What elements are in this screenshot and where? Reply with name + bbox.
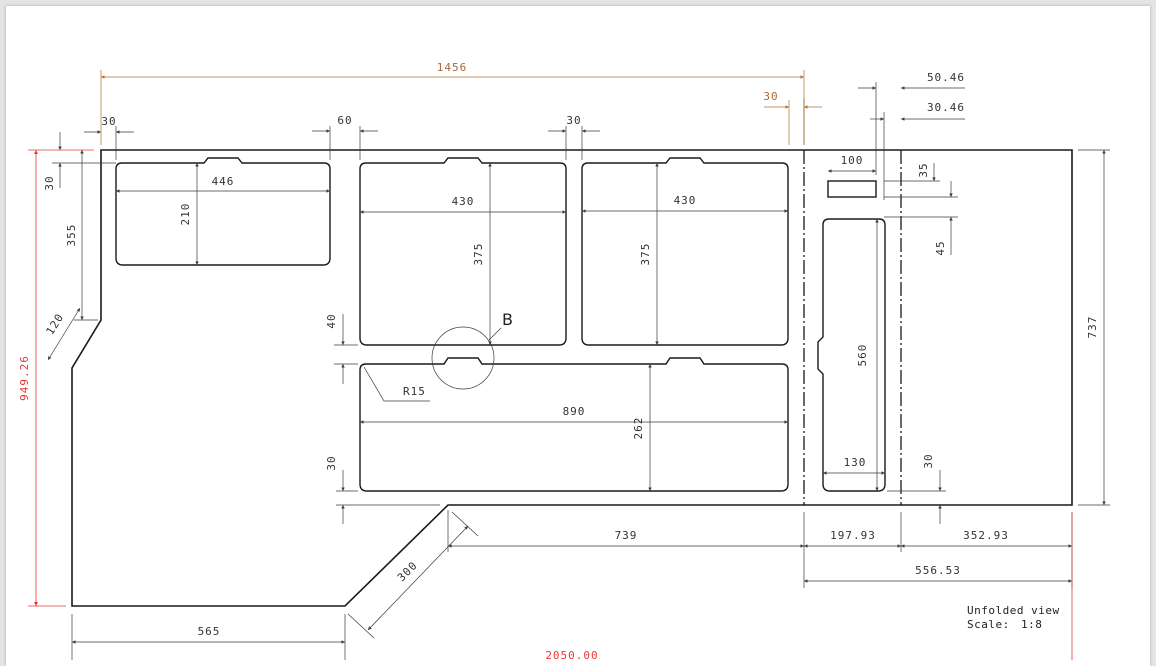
dim-565: 565 [198,625,221,638]
dim-40: 40 [325,313,338,328]
dim-30-top-left: 30 [101,115,116,128]
cutout-430-right [581,157,789,346]
dim-50-46: 50.46 [927,71,965,84]
dim-560: 560 [856,344,869,367]
dim-30-left: 30 [43,175,56,190]
dim-197-93: 197.93 [830,529,876,542]
scale-label: Scale: [967,618,1010,631]
dim-30-lower-left: 30 [325,455,338,470]
dim-375-right: 375 [639,243,652,266]
cutout-446 [115,157,331,266]
cutout-slot-100 [827,180,877,198]
drawing-sheet: B R15 1456 30 50.46 30.46 30 60 30 100 3… [6,6,1150,666]
cutout-560 [817,218,886,492]
dim-1456: 1456 [437,61,468,74]
dim-30-lower-right: 30 [922,453,935,468]
dim-430-right: 430 [674,194,697,207]
dim-737: 737 [1086,316,1099,339]
dim-739: 739 [615,529,638,542]
dim-300: 300 [395,559,420,584]
detail-b-label: B [502,310,513,329]
dim-210: 210 [179,203,192,226]
dim-355: 355 [65,224,78,247]
dim-45: 45 [934,240,947,255]
detail-b-circle [431,326,495,390]
radius-label: R15 [403,385,426,398]
dim-430-left: 430 [452,195,475,208]
dim-30-orange: 30 [763,90,778,103]
dim-556-53: 556.53 [915,564,961,577]
dim-bottom-red: 2050.00 [545,649,598,662]
dim-352-93: 352.93 [963,529,1009,542]
dim-30-46: 30.46 [927,101,965,114]
technical-drawing: B R15 1456 30 50.46 30.46 30 60 30 100 3… [18,61,1110,662]
dim-30-top-mid: 30 [566,114,581,127]
dim-120: 120 [43,311,66,337]
view-label: Unfolded view [967,604,1060,617]
dim-35: 35 [917,162,930,177]
part-outline [71,149,1073,607]
dim-262: 262 [632,417,645,440]
dim-890: 890 [563,405,586,418]
dim-130: 130 [844,456,867,469]
dim-375-left: 375 [472,243,485,266]
dim-100: 100 [841,154,864,167]
scale-value: 1:8 [1021,618,1042,631]
dim-446: 446 [212,175,235,188]
cutout-430-left [359,157,567,346]
cutout-890 [359,357,789,492]
dim-60: 60 [337,114,352,127]
dim-949-26: 949.26 [18,355,31,401]
